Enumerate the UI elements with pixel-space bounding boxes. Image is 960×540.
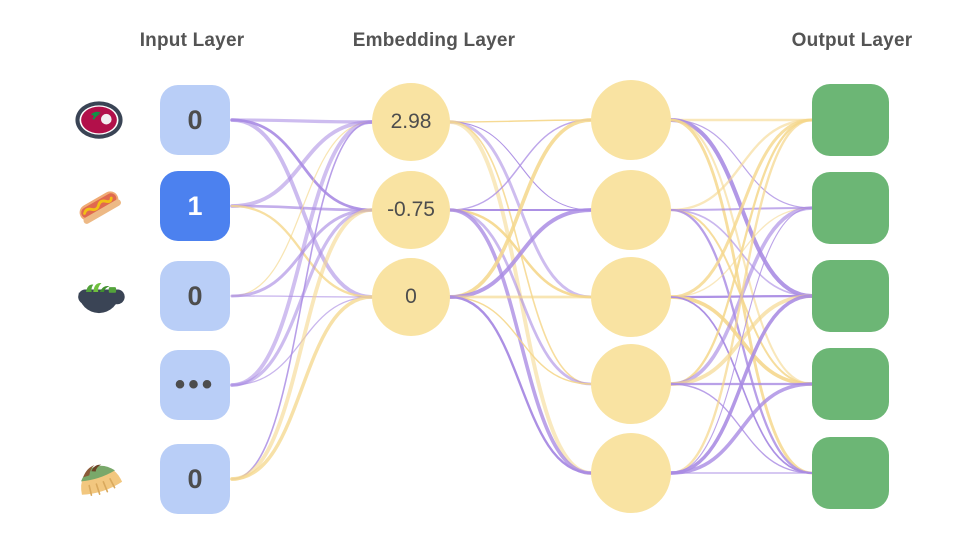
output-layer-title: Output Layer	[791, 30, 913, 51]
embedding-layer-title: Embedding Layer	[352, 30, 516, 51]
input-cell[interactable]: 1	[160, 171, 230, 241]
input-cell[interactable]: 0	[160, 261, 230, 331]
embedding-node-value: 0	[405, 285, 417, 308]
hidden-node[interactable]	[591, 170, 671, 250]
salad-bowl-icon	[73, 270, 125, 322]
hidden-node[interactable]	[591, 257, 671, 337]
taco-icon	[73, 453, 125, 505]
hidden-node[interactable]	[591, 80, 671, 160]
input-cell-value: 1	[187, 190, 203, 221]
output-cell[interactable]	[812, 437, 889, 509]
output-cell[interactable]	[812, 348, 889, 420]
embedding-node-value: 2.98	[390, 110, 432, 133]
output-cell[interactable]	[812, 84, 889, 156]
output-cell[interactable]	[812, 172, 889, 244]
hot-dog-icon	[73, 180, 125, 232]
input-layer-title: Input Layer	[139, 30, 245, 51]
input-cell-value: •••	[174, 368, 216, 401]
input-cell[interactable]: 0	[160, 444, 230, 514]
hidden-node[interactable]	[591, 344, 671, 424]
embedding-node[interactable]: 0	[372, 258, 450, 336]
input-cell-value: 0	[187, 463, 203, 494]
input-cell[interactable]: 0	[160, 85, 230, 155]
hidden-node[interactable]	[591, 433, 671, 513]
embedding-node[interactable]: 2.98	[372, 83, 450, 161]
meat-bowl-icon	[73, 94, 125, 146]
output-cell[interactable]	[812, 260, 889, 332]
embedding-node[interactable]: -0.75	[372, 171, 450, 249]
input-cell-value: 0	[187, 280, 203, 311]
input-cell-value: 0	[187, 104, 203, 135]
input-cell-ellipsis[interactable]: •••	[160, 350, 230, 420]
embedding-node-value: -0.75	[387, 198, 435, 221]
